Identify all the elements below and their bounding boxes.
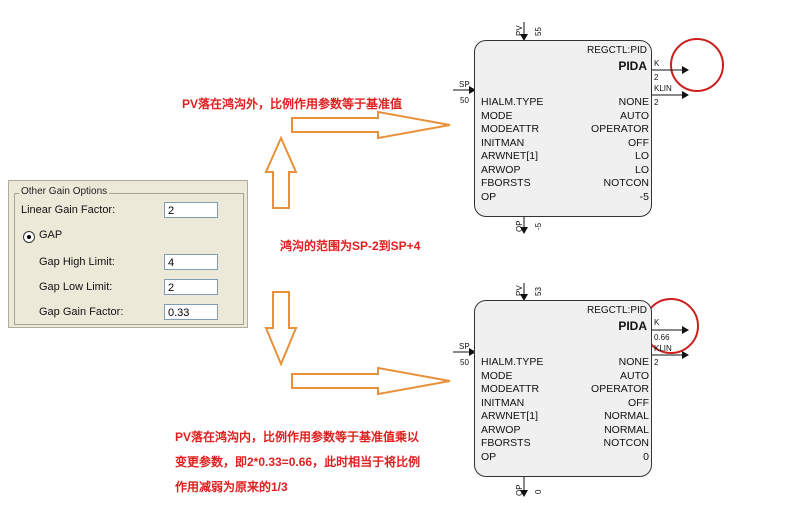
sp-pin-label: SP bbox=[459, 80, 470, 89]
group-title: Other Gain Options bbox=[19, 186, 110, 197]
k-pin-value: 0.66 bbox=[654, 333, 670, 342]
gain-options-group bbox=[14, 193, 244, 325]
right-arrow-bottom bbox=[291, 366, 451, 396]
note-outside-gap: PV落在鸿沟外，比例作用参数等于基准值 bbox=[182, 97, 403, 111]
op-pin-value: 0 bbox=[534, 489, 543, 494]
k-pin-label: K bbox=[654, 59, 660, 68]
gap-gain-label: Gap Gain Factor: bbox=[39, 306, 124, 318]
block-name: PIDA bbox=[618, 59, 647, 73]
sp-pin-label: SP bbox=[459, 342, 470, 351]
gap-gain-field[interactable]: 0.33 bbox=[164, 304, 218, 320]
klin-pin-value: 2 bbox=[654, 358, 659, 367]
linear-gain-label: Linear Gain Factor: bbox=[21, 204, 116, 216]
gap-high-field[interactable]: 4 bbox=[164, 254, 218, 270]
param-row: OP-5 bbox=[481, 190, 649, 203]
k-highlight-circle-top bbox=[670, 38, 724, 92]
up-arrow bbox=[264, 135, 298, 209]
gap-radio[interactable] bbox=[23, 231, 35, 243]
note-gap-range: 鸿沟的范围为SP-2到SP+4 bbox=[280, 239, 421, 253]
note-inside-gap-line1: PV落在鸿沟内，比例作用参数等于基准值乘以 bbox=[175, 430, 420, 444]
pv-pin-value: 53 bbox=[534, 287, 543, 296]
param-row: ARWNET[1]NORMAL bbox=[481, 410, 649, 422]
gain-options-panel: Other Gain Options Linear Gain Factor: 2… bbox=[8, 180, 248, 328]
k-pin-value: 2 bbox=[654, 73, 659, 82]
block-name: PIDA bbox=[618, 319, 647, 333]
linear-gain-field[interactable]: 2 bbox=[164, 202, 218, 218]
note-inside-gap-line3: 作用减弱为原来的1/3 bbox=[175, 480, 288, 494]
gap-label: GAP bbox=[39, 229, 63, 241]
sp-pin-value: 50 bbox=[460, 96, 469, 105]
gap-low-field[interactable]: 2 bbox=[164, 279, 218, 295]
k-pin-label: K bbox=[654, 318, 660, 327]
pv-pin-label: PV bbox=[515, 285, 524, 296]
gap-low-label: Gap Low Limit: bbox=[39, 281, 113, 293]
klin-pin-value: 2 bbox=[654, 98, 659, 107]
op-pin-label: OP bbox=[515, 484, 524, 496]
block-type-label: REGCTL:PID bbox=[586, 305, 647, 316]
down-arrow bbox=[264, 291, 298, 367]
klin-pin-label: KLIN bbox=[654, 344, 672, 353]
param-row: ARWNET[1]LO bbox=[481, 150, 649, 162]
right-arrow-top bbox=[291, 110, 451, 140]
sp-pin-value: 50 bbox=[460, 358, 469, 367]
gap-high-label: Gap High Limit: bbox=[39, 256, 115, 268]
note-inside-gap-line2: 变更参数，即2*0.33=0.66，此时相当于将比例 bbox=[175, 455, 421, 469]
klin-pin-label: KLIN bbox=[654, 84, 672, 93]
block-type-label: REGCTL:PID bbox=[586, 45, 647, 56]
